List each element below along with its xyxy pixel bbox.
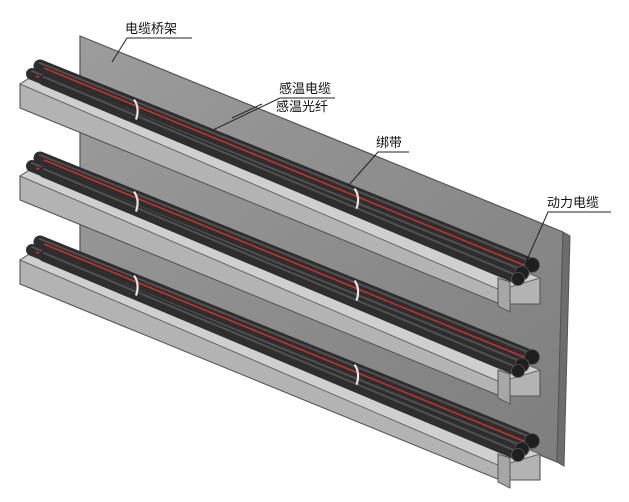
leader-lines — [111, 37, 611, 263]
cable-end — [524, 433, 540, 449]
leader-cable-tray — [111, 37, 192, 63]
cable-strap — [133, 98, 139, 120]
cable-highlight — [39, 238, 531, 438]
cable-highlight — [43, 252, 517, 452]
cable-end — [511, 364, 525, 378]
leader-temp-cable — [212, 97, 335, 131]
cable-strap — [353, 364, 360, 386]
cable-strap — [133, 190, 139, 212]
cable-end — [524, 257, 540, 273]
tray-shelf-1 — [18, 59, 542, 313]
cable-highlight — [39, 62, 531, 262]
label-cable-tray: 电缆桥架 — [125, 22, 178, 37]
cable-strap — [353, 188, 360, 210]
cable-strap — [353, 280, 360, 302]
tray-shelf-2 — [18, 151, 542, 405]
temp-sensing-cable — [43, 243, 527, 443]
shelf-end-cap — [497, 277, 511, 313]
label-strap: 绑带 — [376, 136, 403, 151]
leader-strap — [347, 151, 409, 187]
cable-end — [511, 272, 525, 286]
leader-temp-fiber — [231, 103, 263, 119]
cable-end — [511, 448, 525, 462]
temp-sensing-cable — [43, 67, 527, 267]
power-cable — [38, 250, 522, 460]
tray-shelves — [18, 59, 542, 489]
leader-power-cable — [525, 211, 611, 263]
power-cable — [33, 151, 537, 363]
cable-highlight — [39, 154, 531, 354]
cable-highlight — [43, 168, 517, 368]
shelf-end-cap — [497, 369, 511, 405]
cable-highlight — [43, 76, 517, 276]
power-cable — [38, 74, 522, 284]
cable-end — [524, 349, 540, 365]
label-temp-cable: 感温电缆 — [279, 82, 332, 97]
shelf-end-cap — [497, 453, 511, 489]
power-cable — [33, 235, 537, 447]
label-power-cable: 动力电缆 — [547, 196, 600, 211]
temp-sensing-cable — [43, 159, 527, 359]
label-temp-fiber: 感温光纤 — [276, 100, 329, 115]
power-cable — [33, 59, 537, 271]
tray-shelf-3 — [18, 235, 542, 489]
power-cable — [38, 166, 522, 376]
cable-strap — [133, 274, 139, 296]
